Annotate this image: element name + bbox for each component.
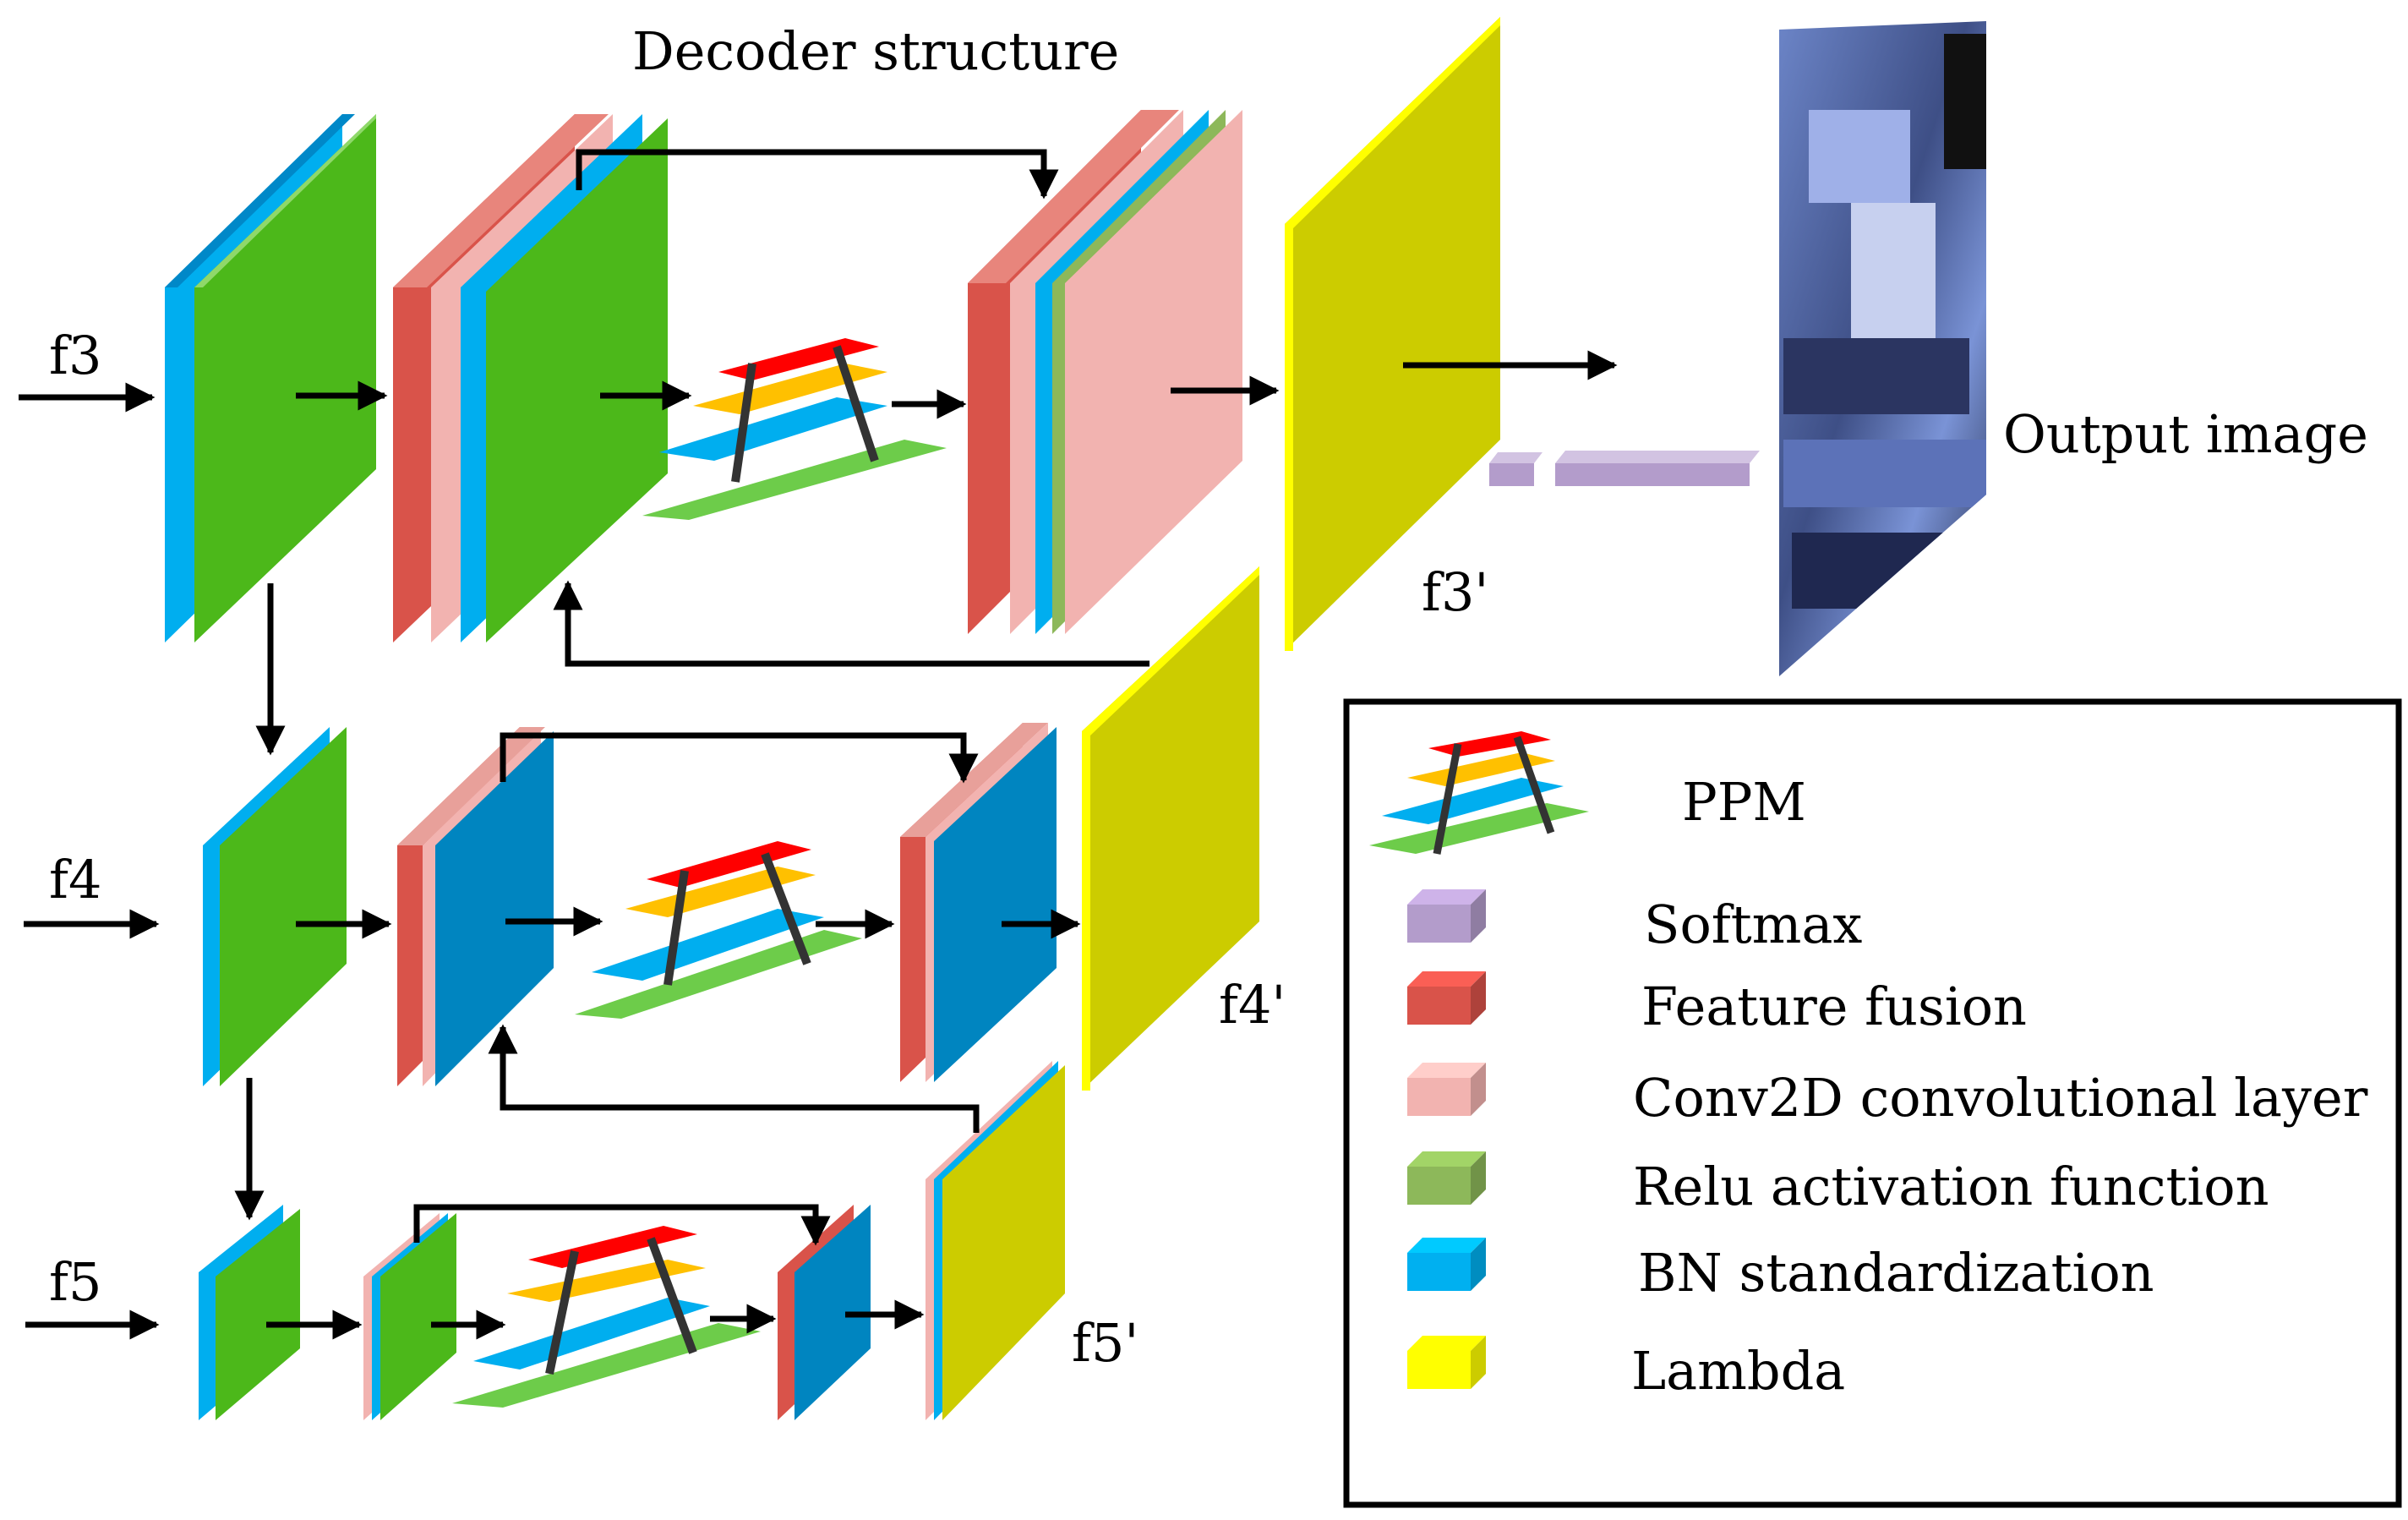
feature-fusion-edge <box>968 110 1179 283</box>
legend-swatch-side <box>1471 1336 1486 1389</box>
softmax-block <box>1555 463 1750 486</box>
relu-layer <box>486 118 668 642</box>
connectors <box>19 149 1618 1340</box>
legend-swatch <box>1407 1078 1471 1116</box>
legend-swatch-side <box>1471 971 1486 1025</box>
softmax-block-top <box>1489 452 1543 463</box>
ppm-block <box>642 338 947 520</box>
legend-swatch-side <box>1471 1063 1486 1116</box>
legend-swatch-side <box>1471 1151 1486 1205</box>
legend-item-label: Relu activation function <box>1633 1156 2269 1217</box>
legend-item-label: Feature fusion <box>1641 976 2027 1037</box>
lambda-top-edge <box>1285 17 1500 228</box>
relu-layer <box>220 727 347 1086</box>
legend-swatch <box>1407 905 1471 943</box>
relu-layer-edge <box>194 114 376 287</box>
legend-item-label: BN standardization <box>1638 1242 2154 1304</box>
legend-ppm-icon <box>1369 731 1589 855</box>
legend-swatch-top <box>1407 1238 1486 1253</box>
output-label-f3p: f3' <box>1422 561 1488 623</box>
relu-layer <box>216 1209 300 1420</box>
output-label-f5p: f5' <box>1072 1312 1138 1374</box>
lambda-layer <box>942 1065 1065 1420</box>
conv2d-edge <box>397 727 545 845</box>
legend-item-label: Softmax <box>1644 894 1862 955</box>
darkblue-layer <box>794 1205 871 1420</box>
row-f5 <box>199 1061 1065 1420</box>
ppm-block <box>575 841 862 1019</box>
legend-item-label: Conv2D convolutional layer <box>1633 1067 2368 1129</box>
legend-swatch-side <box>1471 1238 1486 1291</box>
relu-layer <box>380 1213 456 1420</box>
input-label-f3: f3 <box>49 325 101 386</box>
ppm-block <box>452 1226 761 1408</box>
output-image-label: Output image <box>2003 403 2368 465</box>
darkblue-layer <box>435 731 554 1086</box>
darkblue-layer <box>934 727 1057 1082</box>
row-f4 <box>203 566 1259 1091</box>
legend-swatch-top <box>1407 1336 1486 1351</box>
legend-swatch-top <box>1407 889 1486 905</box>
softmax-block <box>1489 463 1534 486</box>
legend-swatch-top <box>1407 971 1486 987</box>
lambda-edge <box>1285 224 1293 651</box>
legend-swatch <box>1407 1351 1471 1389</box>
legend-box <box>1343 698 2402 1508</box>
row-f3 <box>165 17 1986 676</box>
legend-swatch-top <box>1407 1063 1486 1078</box>
lambda-top-edge <box>1082 566 1259 735</box>
lambda-layer <box>1285 17 1500 651</box>
legend-item-label: Lambda <box>1631 1340 1845 1402</box>
legend-swatch-top <box>1407 1151 1486 1167</box>
lambda-edge <box>1082 731 1090 1091</box>
feature-fusion-edge <box>393 114 609 287</box>
softmax-block-top <box>1555 451 1760 463</box>
output-label-f4p: f4' <box>1219 974 1286 1036</box>
diagram-title: Decoder structure <box>632 20 1119 82</box>
conv2d-layer <box>1065 110 1242 634</box>
legend-swatch <box>1407 1253 1471 1291</box>
legend-swatch <box>1407 1167 1471 1205</box>
input-label-f5: f5 <box>49 1251 101 1313</box>
output-image <box>1779 21 1986 676</box>
legend-swatch <box>1407 987 1471 1025</box>
legend-swatch-side <box>1471 889 1486 943</box>
legend-ppm-label: PPM <box>1682 771 1806 833</box>
input-label-f4: f4 <box>49 849 101 910</box>
bn-layer-edge <box>165 114 355 287</box>
